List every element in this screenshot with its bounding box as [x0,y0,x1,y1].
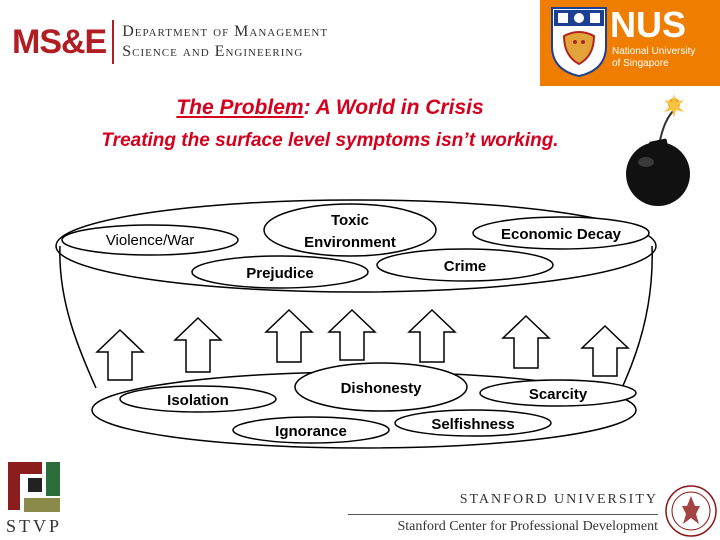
slide-title-rest: : A World in Crisis [303,96,484,119]
fuse-spark-icon [664,94,684,118]
symptom-violence-war: Violence/War [61,224,239,256]
department-line-2: Science and Engineering [122,43,304,60]
up-arrow-icon [501,314,551,369]
stanford-university-label: STANFORD UNIVERSITY [459,492,658,507]
up-arrow-icon [580,324,630,377]
symptom-label-crime: Crime [444,258,487,275]
slide-title-underlined: The Problem [176,96,304,119]
symptom-label-toxic: Toxic [331,212,369,229]
nus-logo: NUS National University of Singapore [540,0,720,86]
mse-logo: MS&E Department of Management Science an… [12,20,328,64]
department-line-1: Department of Management [122,23,329,40]
up-arrow-icon [95,328,145,381]
cause-label-ignorance: Ignorance [275,423,347,440]
nus-logo-text: NUS [610,4,687,45]
symptom-toxic-environment: Toxic Environment [263,203,437,257]
stvp-logo: STVP [6,460,62,536]
slide-subtitle: Treating the surface level symptoms isn’… [101,130,559,151]
symptom-prejudice: Prejudice [191,255,369,289]
nus-full-name: National University of Singapore [612,46,712,70]
stvp-mark-icon [6,460,60,512]
stvp-text: STVP [6,516,63,536]
cause-scarcity: Scarcity [479,379,637,407]
stanford-center-label: Stanford Center for Professional Develop… [397,519,659,534]
symptom-crime: Crime [376,248,554,282]
stanford-seal-icon [665,485,717,537]
up-arrow-icon [407,308,457,363]
symptom-label-economic-decay: Economic Decay [501,226,622,243]
cause-label-dishonesty: Dishonesty [341,380,423,397]
nus-name-line-2: of Singapore [612,58,669,69]
cause-label-scarcity: Scarcity [529,386,588,403]
symptom-label-environment: Environment [304,234,396,251]
cause-selfishness: Selfishness [394,409,552,437]
up-arrow-icon [327,308,377,361]
mse-logo-text: MS&E [12,22,107,61]
slide-title: The Problem: A World in Crisis [0,96,660,120]
cause-isolation: Isolation [119,385,277,413]
symptom-label-prejudice: Prejudice [246,265,314,282]
cause-label-selfishness: Selfishness [431,416,514,433]
nus-name-line-1: National University [612,46,696,57]
footer-divider [348,514,658,515]
up-arrow-icon [264,308,314,363]
nus-crest-icon [551,7,607,78]
cause-label-isolation: Isolation [167,392,229,409]
bomb-icon [626,94,690,206]
department-name: Department of Management Science and Eng… [122,22,328,62]
symptom-label-violence-war: Violence/War [106,232,194,249]
up-arrow-icon [173,316,223,373]
symptom-economic-decay: Economic Decay [472,216,650,250]
cause-ignorance: Ignorance [232,416,390,444]
up-arrows [95,308,630,381]
cause-dishonesty: Dishonesty [294,362,468,412]
logo-divider [112,20,115,64]
stanford-footer: STANFORD UNIVERSITY Stanford Center for … [348,492,658,535]
